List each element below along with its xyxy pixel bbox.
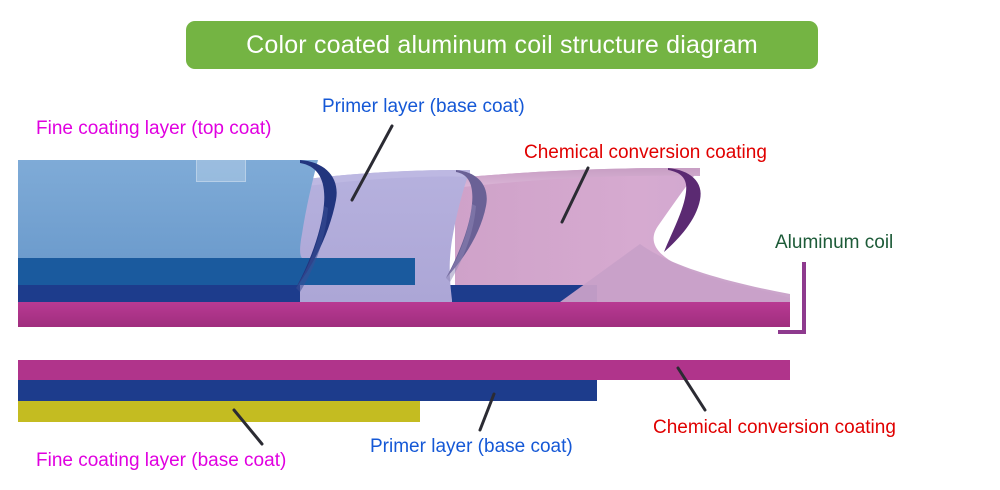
label-primer-layer-bottom: Primer layer (base coat) — [370, 436, 573, 457]
layer-aluminum-coil — [18, 302, 790, 327]
label-chemical-conversion-bottom: Chemical conversion coating — [653, 417, 896, 438]
edge-primer-curl — [446, 170, 487, 278]
layer-chemical-conversion — [455, 168, 790, 302]
label-chemical-conversion-top: Chemical conversion coating — [524, 142, 767, 163]
strip-fine-coating-base — [18, 401, 420, 422]
strip-primer-base-coat — [18, 380, 597, 401]
edge-top-coat-curl — [296, 160, 337, 288]
title-banner: Color coated aluminum coil structure dia… — [186, 21, 818, 69]
leader-line-primer-top — [350, 124, 394, 202]
layer-fine-coating-top-coat — [18, 160, 318, 258]
layer-primer-top-face — [300, 170, 470, 187]
edge-medium-blue-slab — [18, 258, 415, 285]
label-primer-layer-top: Primer layer (base coat) — [322, 96, 525, 117]
shade-primer-curl — [446, 204, 476, 282]
leader-line-primer-bottom — [478, 392, 496, 432]
label-fine-coating-base-coat: Fine coating layer (base coat) — [36, 450, 287, 471]
edge-chemical-curl — [664, 168, 701, 252]
leader-lines — [232, 124, 707, 446]
lower-layer-strip — [18, 360, 790, 422]
layer-chemical-sweep — [560, 244, 790, 302]
shade-top-coat-curl — [296, 206, 328, 292]
leader-line-chemical-top — [560, 166, 590, 224]
page-title: Color coated aluminum coil structure dia… — [246, 30, 758, 59]
upper-layer-stack — [18, 160, 790, 327]
aluminum-coil-bracket — [778, 262, 806, 334]
label-aluminum-coil: Aluminum coil — [775, 232, 894, 253]
label-fine-coating-top-coat: Fine coating layer (top coat) — [36, 118, 272, 139]
leader-line-fine-bottom — [232, 408, 264, 446]
layer-chemical-top-face — [455, 168, 700, 188]
strip-chemical-conversion — [18, 360, 790, 380]
leader-line-chemical-bottom — [676, 366, 707, 412]
